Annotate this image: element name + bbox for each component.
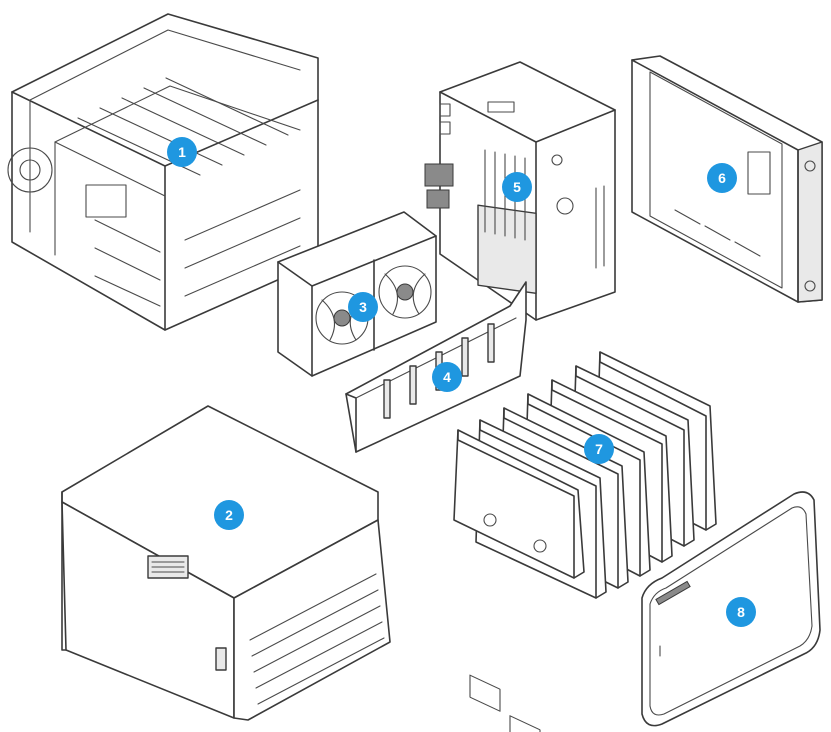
callout-label-7: 7	[595, 441, 603, 457]
drive-cage[interactable]	[7, 13, 319, 331]
callout-label-4: 4	[443, 369, 451, 385]
callout-label-8: 8	[737, 604, 745, 620]
callout-badge	[167, 137, 197, 167]
callout-label-2: 2	[225, 507, 233, 523]
callout-label-6: 6	[718, 170, 726, 186]
callout-badge	[726, 597, 756, 627]
callout-7: 7	[584, 434, 614, 464]
callout-badge	[502, 172, 532, 202]
callout-4: 4	[432, 362, 462, 392]
callout-badge	[348, 292, 378, 322]
callout-badge	[707, 163, 737, 193]
callout-badge	[432, 362, 462, 392]
callout-badge	[584, 434, 614, 464]
callout-label-5: 5	[513, 179, 521, 195]
callout-3: 3	[348, 292, 378, 322]
drive-trays[interactable]	[453, 351, 717, 732]
callout-2: 2	[214, 500, 244, 530]
callout-label-1: 1	[178, 144, 186, 160]
callout-6: 6	[707, 163, 737, 193]
callout-5: 5	[502, 172, 532, 202]
callout-8: 8	[726, 597, 756, 627]
callout-badge	[214, 500, 244, 530]
drive-tray[interactable]	[453, 429, 585, 732]
callout-label-3: 3	[359, 299, 367, 315]
callout-1: 1	[167, 137, 197, 167]
chassis-cover[interactable]	[61, 405, 391, 721]
